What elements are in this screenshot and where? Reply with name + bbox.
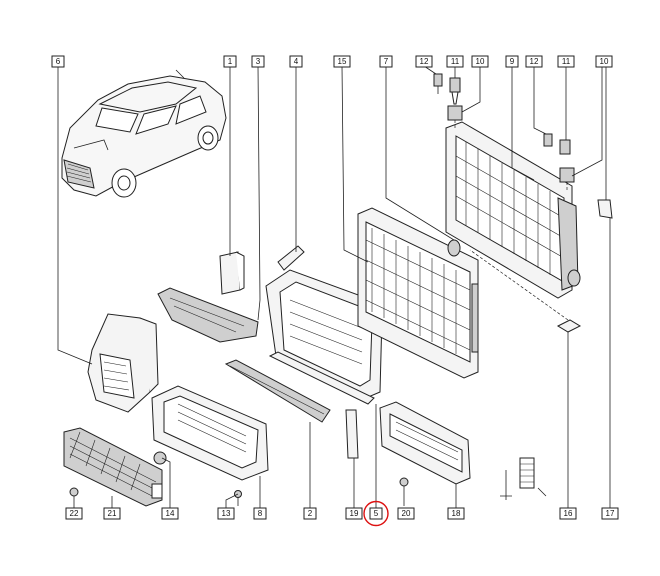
part-8-lower-air-guide [151, 385, 269, 481]
svg-text:3: 3 [256, 57, 261, 66]
part-2-seal-strip [224, 359, 331, 423]
part-21-lower-grille [63, 427, 163, 507]
part-4-bracket [277, 245, 305, 271]
callout-17: 17 [601, 507, 619, 520]
svg-text:12: 12 [530, 57, 539, 66]
svg-text:2: 2 [308, 509, 313, 518]
callout-4: 4 [289, 55, 303, 68]
callout-9: 9 [505, 55, 519, 68]
part-1-bracket [219, 251, 245, 295]
part-9-radiator [445, 121, 581, 299]
svg-text:12: 12 [420, 57, 429, 66]
svg-text:11: 11 [562, 57, 571, 66]
car-illustration [61, 69, 227, 198]
leader-lines [57, 65, 611, 508]
callout-22: 22 [65, 507, 83, 520]
svg-text:22: 22 [70, 509, 79, 518]
part-15-front-carrier [265, 269, 383, 405]
callout-20: 20 [397, 507, 415, 520]
parts-10-11-12-fasteners-left [433, 73, 463, 130]
callout-13: 13 [217, 507, 235, 520]
svg-text:5: 5 [374, 509, 379, 518]
bolt-dimension-detail [500, 457, 547, 500]
svg-text:20: 20 [402, 509, 411, 518]
callout-11-left: 11 [446, 55, 464, 68]
svg-text:17: 17 [606, 509, 615, 518]
svg-text:6: 6 [56, 57, 61, 66]
svg-text:19: 19 [350, 509, 359, 518]
callout-2: 2 [303, 507, 317, 520]
svg-text:1: 1 [228, 57, 233, 66]
part-22-clip [69, 487, 79, 508]
svg-text:16: 16 [564, 509, 573, 518]
part-14-clip [153, 451, 167, 465]
svg-text:15: 15 [338, 57, 347, 66]
part-13-screw [234, 490, 242, 506]
part-19-bracket [345, 409, 359, 459]
svg-text:10: 10 [476, 57, 485, 66]
parts-10-11-12-fasteners-right [543, 133, 575, 192]
callout-8: 8 [253, 507, 267, 520]
callout-3: 3 [251, 55, 265, 68]
callout-6: 6 [51, 55, 65, 68]
callout-21: 21 [103, 507, 121, 520]
callout-11-right: 11 [557, 55, 575, 68]
callout-18: 18 [447, 507, 465, 520]
svg-text:21: 21 [108, 509, 117, 518]
part-6-air-duct [87, 313, 159, 413]
callout-19: 19 [345, 507, 363, 520]
callout-10-left: 10 [471, 55, 489, 68]
part-3-deflector [157, 287, 259, 343]
svg-text:10: 10 [600, 57, 609, 66]
callout-15: 15 [333, 55, 351, 68]
svg-text:13: 13 [222, 509, 231, 518]
part-20-clip [399, 477, 409, 506]
callout-16: 16 [559, 507, 577, 520]
callout-14: 14 [161, 507, 179, 520]
part-16-bump-stop [447, 239, 582, 340]
svg-text:7: 7 [384, 57, 389, 66]
part-17-clip [597, 199, 613, 219]
callout-7: 7 [379, 55, 393, 68]
svg-text:4: 4 [294, 57, 299, 66]
callout-1: 1 [223, 55, 237, 68]
callout-5: 5 [369, 507, 383, 520]
svg-text:8: 8 [258, 509, 263, 518]
callout-12-right: 12 [525, 55, 543, 68]
callout-10-right: 10 [595, 55, 613, 68]
svg-text:18: 18 [452, 509, 461, 518]
callout-5-highlight-circle [363, 500, 389, 527]
part-18-lower-deflector [379, 401, 471, 485]
svg-text:11: 11 [451, 57, 460, 66]
svg-text:9: 9 [510, 57, 515, 66]
svg-text:14: 14 [166, 509, 175, 518]
callout-12-left: 12 [415, 55, 433, 68]
